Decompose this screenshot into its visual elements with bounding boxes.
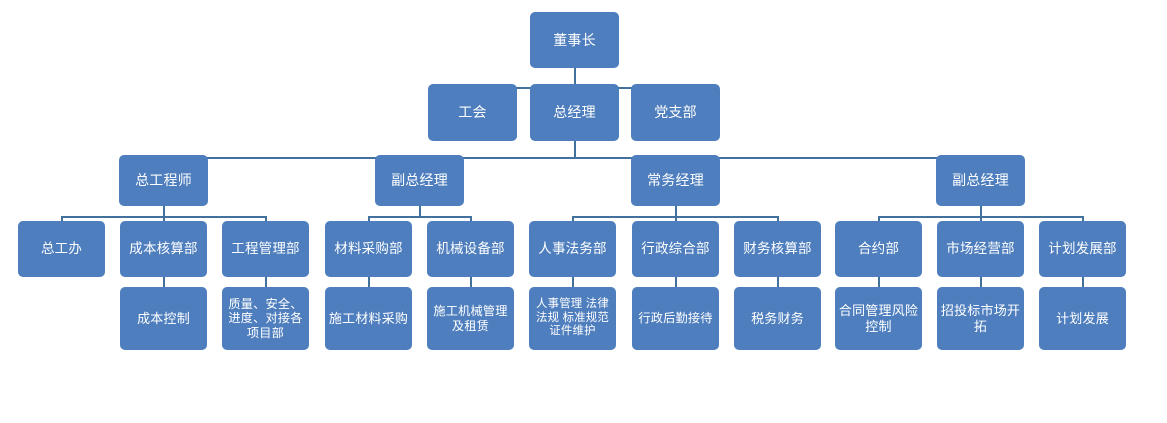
connector-level3-bus xyxy=(163,157,981,159)
node-executive-manager-label: 常务经理 xyxy=(647,172,704,189)
node-executive-manager[interactable]: 常务经理 xyxy=(631,155,720,206)
node-admin-general-dept[interactable]: 行政综合部 xyxy=(632,221,719,277)
node-quality-safety-progress-label: 质量、安全、进度、对接各项目部 xyxy=(228,296,303,340)
node-party-branch[interactable]: 党支部 xyxy=(631,84,720,141)
connector-machine-to-construct-mach xyxy=(470,277,472,287)
node-cost-accounting-dept[interactable]: 成本核算部 xyxy=(120,221,207,277)
node-hr-legal-dept-label: 人事法务部 xyxy=(538,241,607,257)
node-plan-development-label: 计划发展 xyxy=(1056,310,1109,326)
connector-plan-drop xyxy=(1082,216,1084,222)
connector-market-drop xyxy=(980,216,982,222)
node-union-label: 工会 xyxy=(458,104,487,121)
connector-gm-down xyxy=(574,141,576,158)
node-chief-engineer-office[interactable]: 总工办 xyxy=(18,221,105,277)
node-deputy-gm-1[interactable]: 副总经理 xyxy=(375,155,464,206)
connector-chief-engineer-down xyxy=(163,205,165,217)
node-material-purchase-dept[interactable]: 材料采购部 xyxy=(325,221,412,277)
node-plan-development[interactable]: 计划发展 xyxy=(1039,287,1126,350)
connector-market-to-bidding xyxy=(980,277,982,287)
node-contract-mgmt-risk-control-label: 合同管理风险控制 xyxy=(838,303,919,334)
node-chairman-label: 董事长 xyxy=(553,31,596,48)
node-engineering-mgmt-dept-label: 工程管理部 xyxy=(231,241,300,257)
connector-contract-drop xyxy=(878,216,880,222)
node-deputy-gm-2-label: 副总经理 xyxy=(952,172,1009,189)
node-hr-law-cert[interactable]: 人事管理 法律法规 标准规范证件维护 xyxy=(529,287,616,350)
node-union[interactable]: 工会 xyxy=(428,84,517,141)
node-general-manager[interactable]: 总经理 xyxy=(530,84,619,141)
connector-costacct-to-costcontrol xyxy=(163,277,165,287)
node-chief-engineer-office-label: 总工办 xyxy=(40,241,83,257)
connector-matpurch-to-construct-mat xyxy=(368,277,370,287)
connector-admin-to-logistics xyxy=(675,277,677,287)
connector-chairman-down xyxy=(574,67,576,88)
node-tax-finance[interactable]: 税务财务 xyxy=(734,287,821,350)
node-party-branch-label: 党支部 xyxy=(654,104,697,121)
node-contract-dept[interactable]: 合约部 xyxy=(835,221,922,277)
node-admin-general-dept-label: 行政综合部 xyxy=(641,241,710,257)
node-bidding-market-dev[interactable]: 招投标市场开拓 xyxy=(937,287,1024,350)
connector-contract-to-riskctrl xyxy=(878,277,880,287)
node-machinery-equipment-dept-label: 机械设备部 xyxy=(436,241,505,257)
node-admin-logistics-reception[interactable]: 行政后勤接待 xyxy=(632,287,719,350)
node-deputy-gm-2[interactable]: 副总经理 xyxy=(936,155,1025,206)
node-market-operation-dept-label: 市场经营部 xyxy=(946,241,1015,257)
node-cost-accounting-dept-label: 成本核算部 xyxy=(129,241,198,257)
node-construction-material-purchase-label: 施工材料采购 xyxy=(328,310,409,326)
node-market-operation-dept[interactable]: 市场经营部 xyxy=(937,221,1024,277)
connector-finance-drop xyxy=(777,216,779,222)
node-construction-machinery-rental[interactable]: 施工机械管理及租赁 xyxy=(427,287,514,350)
node-machinery-equipment-dept[interactable]: 机械设备部 xyxy=(427,221,514,277)
connector-hrlegal-drop xyxy=(572,216,574,222)
node-general-manager-label: 总经理 xyxy=(553,104,596,121)
connector-gongbandrop xyxy=(61,216,63,222)
node-finance-accounting-dept-label: 财务核算部 xyxy=(743,241,812,257)
node-tax-finance-label: 税务财务 xyxy=(751,310,804,326)
node-cost-control[interactable]: 成本控制 xyxy=(120,287,207,350)
node-engineering-mgmt-dept[interactable]: 工程管理部 xyxy=(222,221,309,277)
node-chief-engineer[interactable]: 总工程师 xyxy=(119,155,208,206)
connector-hrlegal-to-hrlaw xyxy=(572,277,574,287)
connector-finance-to-tax xyxy=(777,277,779,287)
node-material-purchase-dept-label: 材料采购部 xyxy=(334,241,403,257)
connector-deputy-gm-1-down xyxy=(419,205,421,217)
node-construction-machinery-rental-label: 施工机械管理及租赁 xyxy=(433,304,508,333)
node-admin-logistics-reception-label: 行政后勤接待 xyxy=(638,311,713,326)
connector-machine-drop xyxy=(470,216,472,222)
connector-engmgmt-drop xyxy=(265,216,267,222)
node-plan-development-dept[interactable]: 计划发展部 xyxy=(1039,221,1126,277)
node-hr-legal-dept[interactable]: 人事法务部 xyxy=(529,221,616,277)
connector-executive-manager-bus xyxy=(572,216,777,218)
connector-deputy-gm-2-down xyxy=(980,205,982,217)
connector-executive-manager-down xyxy=(675,205,677,217)
connector-costacct-drop xyxy=(163,216,165,222)
node-chairman[interactable]: 董事长 xyxy=(530,12,619,68)
connector-admin-drop xyxy=(675,216,677,222)
node-hr-law-cert-label: 人事管理 法律法规 标准规范证件维护 xyxy=(536,298,609,338)
node-quality-safety-progress[interactable]: 质量、安全、进度、对接各项目部 xyxy=(222,287,309,350)
node-contract-dept-label: 合约部 xyxy=(857,241,900,257)
node-finance-accounting-dept[interactable]: 财务核算部 xyxy=(734,221,821,277)
node-construction-material-purchase[interactable]: 施工材料采购 xyxy=(325,287,412,350)
node-deputy-gm-1-label: 副总经理 xyxy=(391,172,448,189)
connector-deputy-gm-1-bus xyxy=(368,216,470,218)
node-plan-development-dept-label: 计划发展部 xyxy=(1048,241,1117,257)
connector-matpurch-drop xyxy=(368,216,370,222)
connector-engmgmt-to-quality xyxy=(265,277,267,287)
node-chief-engineer-label: 总工程师 xyxy=(135,172,192,189)
connector-plan-to-plandev xyxy=(1082,277,1084,287)
node-contract-mgmt-risk-control[interactable]: 合同管理风险控制 xyxy=(835,287,922,350)
node-cost-control-label: 成本控制 xyxy=(137,310,190,326)
node-bidding-market-dev-label: 招投标市场开拓 xyxy=(940,303,1021,334)
